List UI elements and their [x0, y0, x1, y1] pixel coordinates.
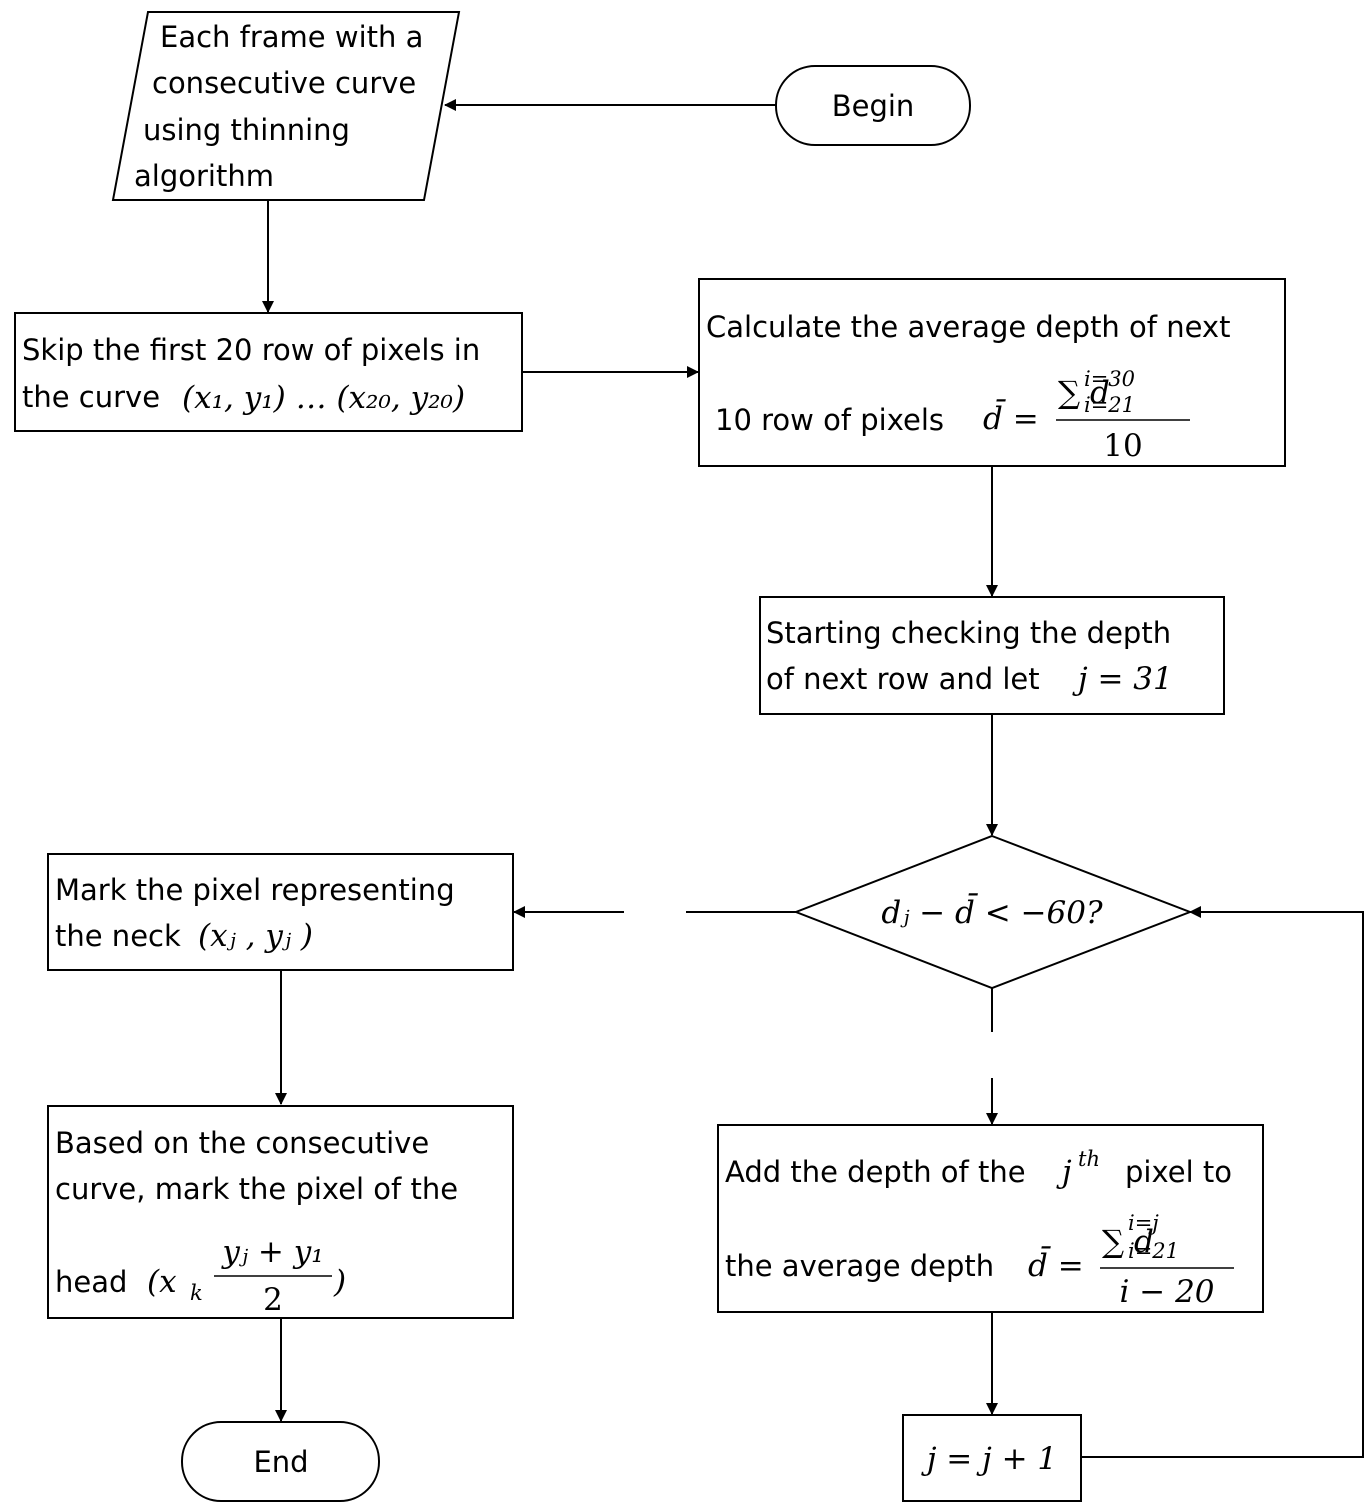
add-depth-box — [717, 1124, 1264, 1313]
input-line-4: algorithm — [134, 159, 274, 193]
mark-neck-line-1: Mark the pixel representing — [55, 873, 455, 907]
calculate-box — [698, 278, 1286, 467]
mark-head-line-2: curve, mark the pixel of the — [55, 1172, 458, 1206]
calculate-numerator: ∑ d — [1058, 375, 1110, 411]
edge-loop-back — [1081, 906, 1364, 1458]
calculate-lower-limit: i=21 — [1084, 393, 1135, 417]
add-depth-lhs: d̄ = — [1028, 1245, 1084, 1284]
end-node: End — [181, 1421, 380, 1502]
add-depth-lower-limit: i=21 — [1128, 1239, 1179, 1263]
end-shape — [181, 1421, 380, 1502]
increment-math: j = j + 1 — [921, 1441, 1057, 1477]
calculate-line-2: 10 row of pixels — [715, 403, 944, 437]
mark-head-prefix: (x — [147, 1264, 177, 1300]
mark-neck-math: (xⱼ , yⱼ ) — [198, 918, 313, 954]
mark-head-denominator: 2 — [263, 1282, 283, 1318]
add-depth-upper-limit: i=j — [1128, 1211, 1159, 1235]
skip-line-2: the curve — [22, 380, 160, 414]
mark-head-line-3: head — [55, 1265, 127, 1299]
skip-line-1: Skip the first 20 row of pixels in — [22, 333, 480, 367]
decision-shape — [793, 834, 1193, 990]
calculate-lhs: d̄ = — [983, 398, 1039, 437]
add-depth-line-2: the average depth — [725, 1249, 994, 1283]
skip-node: Skip the first 20 row of pixels in the c… — [14, 312, 523, 432]
skip-math: (x₁, y₁) … (x₂₀, y₂₀) — [182, 380, 465, 416]
add-depth-denominator: i − 20 — [1119, 1274, 1214, 1310]
mark-neck-box — [47, 853, 514, 971]
add-depth-line-1a: Add the depth of the — [725, 1155, 1026, 1189]
add-depth-node: Add the depth of the j th pixel to the a… — [717, 1124, 1264, 1313]
mark-head-numerator: yⱼ + y₁ — [220, 1234, 323, 1270]
mark-neck-node: Mark the pixel representing the neck (xⱼ… — [47, 853, 514, 971]
start-check-line-1: Starting checking the depth — [766, 616, 1171, 650]
start-check-box — [759, 596, 1225, 715]
decision-node: dⱼ − d̄ < −60? — [793, 834, 1193, 990]
calculate-node: Calculate the average depth of next 10 r… — [698, 278, 1286, 467]
mark-neck-line-2: the neck — [55, 919, 181, 953]
mark-head-box — [47, 1105, 514, 1319]
begin-shape — [775, 65, 971, 146]
start-check-node: Starting checking the depth of next row … — [759, 596, 1225, 715]
calculate-denominator: 10 — [1103, 428, 1142, 464]
decision-condition: dⱼ − d̄ < −60? — [881, 892, 1103, 931]
mark-head-line-1: Based on the consecutive — [55, 1126, 429, 1160]
begin-label: Begin — [832, 89, 915, 123]
start-check-math: j = 31 — [1072, 661, 1173, 697]
input-line-3: using thinning — [143, 113, 350, 147]
calculate-line-1: Calculate the average depth of next — [706, 310, 1230, 344]
mark-head-suffix: ) — [333, 1264, 346, 1300]
add-depth-superscript: th — [1078, 1147, 1100, 1171]
input-node: Each frame with a consecutive curve usin… — [111, 11, 461, 201]
input-shape — [111, 11, 461, 201]
input-line-1: Each frame with a — [160, 20, 423, 54]
calculate-upper-limit: i=30 — [1084, 367, 1135, 391]
increment-node: j = j + 1 — [902, 1414, 1082, 1502]
skip-box — [14, 312, 523, 432]
end-label: End — [253, 1445, 308, 1479]
add-depth-numerator: ∑ d — [1102, 1224, 1154, 1260]
increment-box — [902, 1414, 1082, 1502]
mark-head-subscript: k — [190, 1281, 203, 1305]
start-check-line-2: of next row and let — [766, 662, 1040, 696]
input-line-2: consecutive curve — [152, 66, 416, 100]
add-depth-line-1b: pixel to — [1125, 1155, 1232, 1189]
mark-head-node: Based on the consecutive curve, mark the… — [47, 1105, 514, 1319]
begin-node: Begin — [775, 65, 971, 146]
